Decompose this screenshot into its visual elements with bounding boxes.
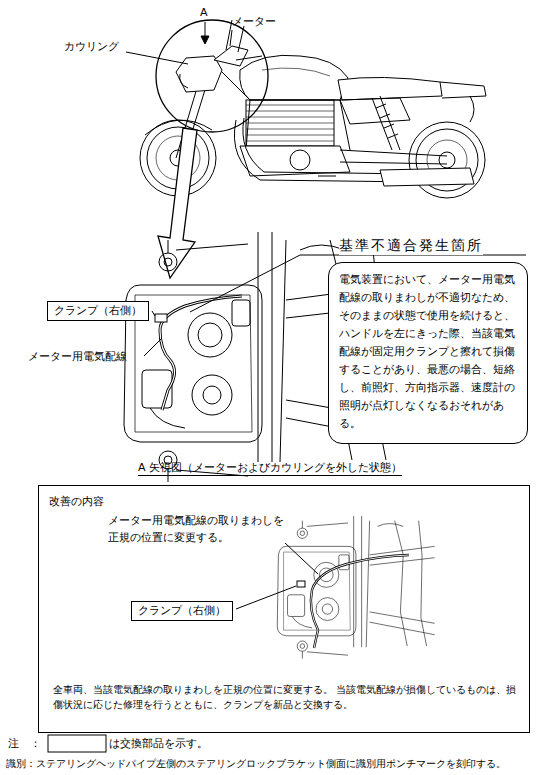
- note-text: は交換部品を示す。: [109, 737, 208, 751]
- remedy-text: 全車両、当該電気配線の取りまわしを正規の位置に変更する。 当該電気配線が損傷して…: [53, 682, 517, 712]
- part-box: クランプ（右側）: [47, 301, 149, 321]
- part-name: メーター: [232, 15, 276, 29]
- section-heading: 基準不適合発生箇所: [339, 237, 483, 255]
- callout-text: メーター用電気配線の取りまわしを正規の位置に変更する。: [108, 512, 286, 546]
- part-label: クランプ（右側）: [138, 604, 226, 618]
- figure-caption: A 矢視図（メーターおよびカウリングを外した状態）: [138, 461, 402, 476]
- box-heading: 改善の内容: [49, 494, 104, 509]
- part-name: メーター用電気配線: [28, 350, 127, 364]
- note-box: 基準不適合発生箇所電気装置において、メーター用電気配線の取りまわしが不適切なため…: [328, 262, 528, 444]
- part-box: クランプ（右側）: [131, 601, 233, 621]
- view-arrow-label: A: [200, 6, 208, 20]
- part-name: カウリング: [64, 40, 119, 54]
- description-text: 電気装置において、メーター用電気配線の取りまわしが不適切なため、そのままの状態で…: [339, 271, 519, 433]
- part-label: クランプ（右側）: [54, 304, 142, 318]
- note-label: 注 ：: [8, 737, 41, 751]
- identification-note: 識別：ステアリングヘッドパイプ左側のステアリングロックブラケット側面に識別用ポン…: [6, 757, 506, 771]
